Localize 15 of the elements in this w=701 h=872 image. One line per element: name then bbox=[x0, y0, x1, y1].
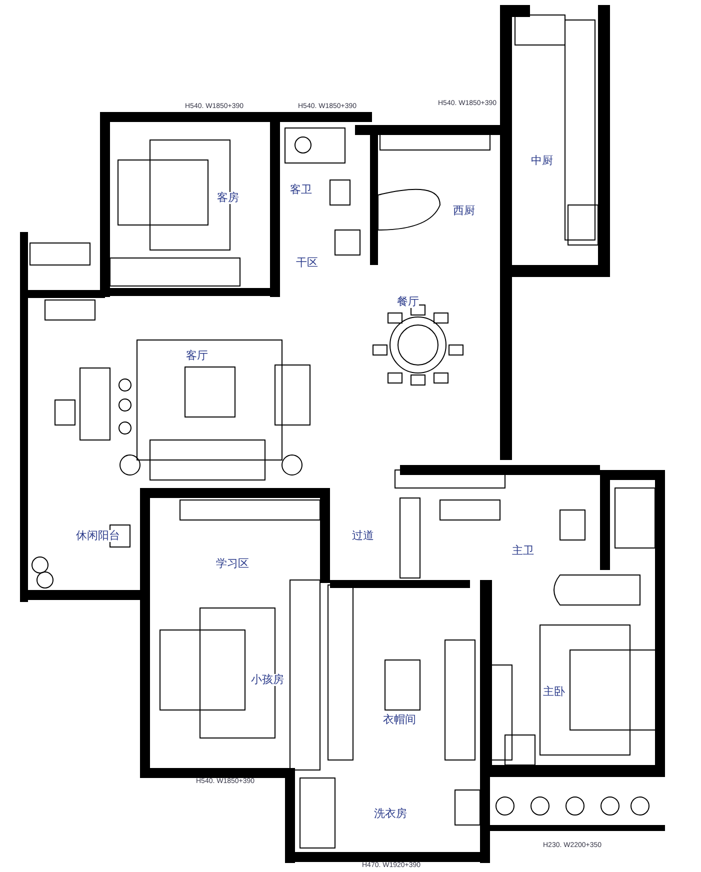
room-label: 过道 bbox=[352, 530, 374, 542]
room-label: 洗衣房 bbox=[374, 808, 407, 820]
room-label: 中厨 bbox=[531, 155, 553, 167]
room-label: 西厨 bbox=[453, 205, 475, 217]
room-label: 客房 bbox=[217, 192, 239, 204]
room-label: 客厅 bbox=[186, 350, 208, 362]
room-label: 休闲阳台 bbox=[76, 530, 120, 542]
room-label: 干区 bbox=[296, 257, 318, 269]
room-label: 主卫 bbox=[512, 545, 534, 557]
room-label: 主卧 bbox=[543, 686, 565, 698]
room-label: 餐厅 bbox=[397, 296, 419, 308]
room-label: 学习区 bbox=[216, 558, 249, 570]
room-label: 小孩房 bbox=[251, 674, 284, 686]
room-label: 衣帽间 bbox=[383, 714, 416, 726]
room-label: 客卫 bbox=[290, 184, 312, 196]
